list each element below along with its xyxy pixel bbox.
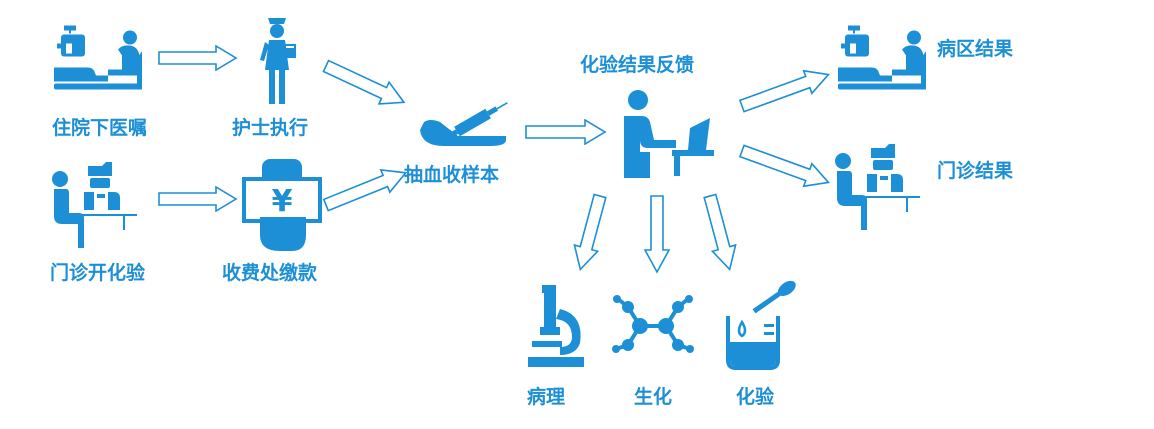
label-assay: 化验 [736, 386, 775, 408]
arrow-inpatient-to-nurse [158, 45, 238, 71]
arrow-lab-to-assay [703, 193, 737, 272]
node-blood-sample [418, 100, 510, 150]
outpatient-consultation-icon [835, 144, 920, 230]
label-pathology: 病理 [527, 386, 566, 408]
patient-in-bed-doctor-icon [54, 25, 142, 90]
nurse-icon [260, 18, 296, 104]
arrow-nurse-to-sample [322, 59, 406, 105]
arrow-outpatient-to-payment [158, 186, 238, 212]
node-outpatient-order [50, 158, 142, 253]
node-biochemistry [612, 295, 694, 357]
yuan-symbol: ¥ [272, 184, 293, 219]
arrow-payment-to-sample [322, 168, 408, 212]
node-ward-result [836, 10, 928, 105]
hand-yuan-payment-icon: ¥ [242, 159, 322, 251]
microscope-icon [528, 285, 584, 367]
label-clinic-result: 门诊结果 [937, 160, 1014, 182]
label-inpatient-order: 住院下医嘱 [52, 117, 148, 139]
lab-technician-computer-icon [624, 90, 714, 178]
node-nurse-execute [256, 14, 298, 106]
label-lab-feedback: 化验结果反馈 [580, 54, 695, 76]
patient-in-bed-doctor-icon [838, 25, 926, 90]
arrow-lab-to-pathology [573, 193, 607, 272]
label-nurse-execute: 护士执行 [232, 117, 309, 139]
node-inpatient-order [52, 10, 144, 105]
arrow-lab-to-clinic [738, 144, 831, 188]
molecule-icon [612, 295, 694, 353]
node-payment: ¥ [242, 155, 322, 255]
arrow-lab-to-ward [738, 69, 831, 113]
node-pathology [524, 283, 586, 371]
label-biochemistry: 生化 [634, 386, 673, 408]
node-assay [720, 278, 804, 372]
arrow-lab-to-biochemistry [643, 195, 671, 274]
blood-draw-syringe-icon [420, 102, 508, 146]
node-clinic-result [833, 140, 925, 235]
label-outpatient-order: 门诊开化验 [50, 262, 146, 284]
arrow-sample-to-lab [525, 119, 607, 145]
node-lab-feedback [620, 88, 720, 180]
label-payment: 收费处缴款 [222, 262, 318, 284]
outpatient-consultation-icon [52, 162, 137, 248]
label-blood-sample: 抽血收样本 [404, 164, 500, 186]
label-ward-result: 病区结果 [937, 38, 1014, 60]
beaker-pipette-icon [726, 280, 796, 370]
